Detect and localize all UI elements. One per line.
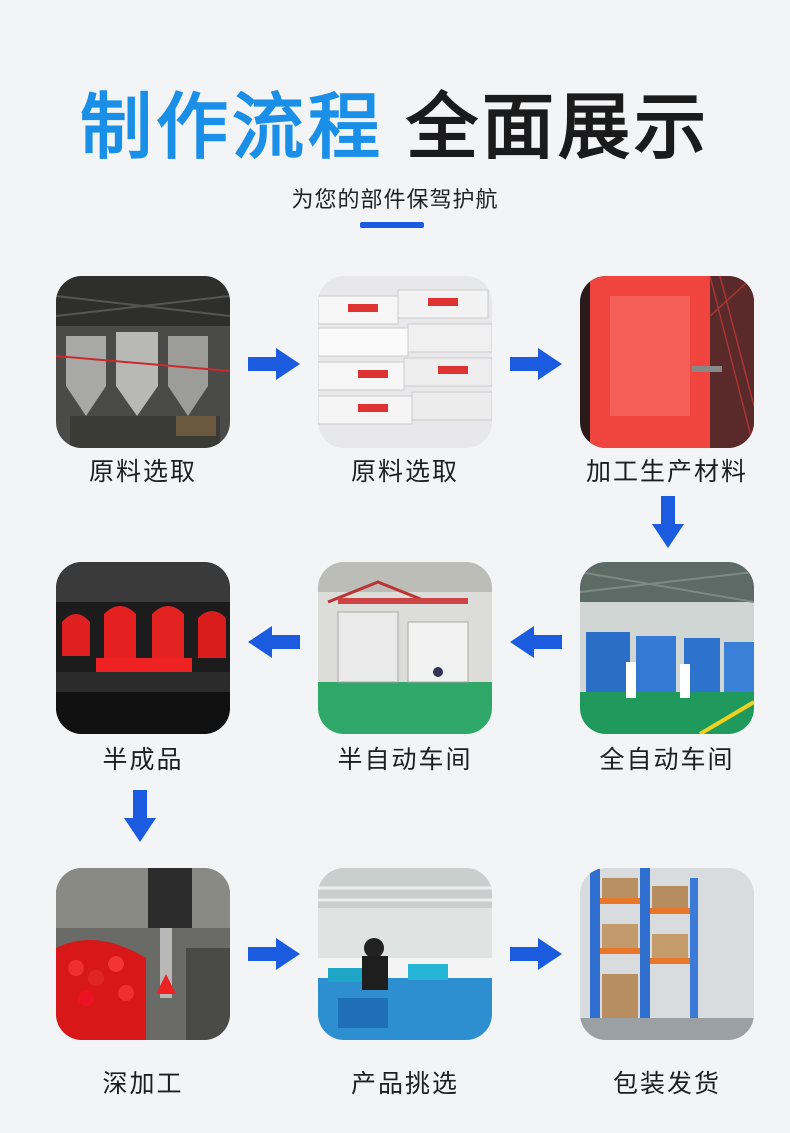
step-4-image	[580, 562, 754, 734]
raw-material-tanks-photo	[56, 276, 230, 448]
step-3-label: 加工生产材料	[585, 457, 748, 486]
step-6-label: 半成品	[102, 745, 184, 774]
arrow-right-icon	[248, 348, 300, 380]
step-1-label: 原料选取	[88, 457, 197, 486]
automatic-workshop-photo	[580, 562, 754, 734]
step-4-label: 全自动车间	[599, 745, 735, 774]
step-5-image	[318, 562, 492, 734]
semi-automatic-workshop-photo	[318, 562, 492, 734]
semi-finished-red-caps-photo	[56, 562, 230, 734]
step-1-image	[56, 276, 230, 448]
arrow-left-icon	[510, 626, 562, 658]
title-underline	[360, 222, 424, 228]
step-6-image	[56, 562, 230, 734]
warehouse-shipping-photo	[580, 868, 754, 1040]
step-8-image	[318, 868, 492, 1040]
arrow-left-icon	[248, 626, 300, 658]
deep-processing-photo	[56, 868, 230, 1040]
step-7-label: 深加工	[102, 1069, 184, 1098]
arrow-down-icon	[124, 790, 156, 842]
product-sorting-photo	[318, 868, 492, 1040]
raw-material-bags-photo	[318, 276, 492, 448]
step-5-label: 半自动车间	[337, 745, 473, 774]
step-9-label: 包装发货	[612, 1069, 721, 1098]
header: 制作流程全面展示 为您的部件保驾护航	[0, 0, 790, 240]
step-3-image	[580, 276, 754, 448]
red-material-processing-photo	[580, 276, 754, 448]
subtitle: 为您的部件保驾护航	[291, 188, 499, 213]
step-2-image	[318, 276, 492, 448]
title-blue: 制作流程	[79, 85, 384, 169]
title-dark: 全面展示	[406, 85, 711, 169]
step-2-label: 原料选取	[350, 457, 459, 486]
arrow-right-icon	[510, 348, 562, 380]
arrow-down-icon	[652, 496, 684, 548]
step-7-image	[56, 868, 230, 1040]
arrow-right-icon	[248, 938, 300, 970]
arrow-right-icon	[510, 938, 562, 970]
page-title: 制作流程全面展示	[0, 82, 790, 172]
step-8-label: 产品挑选	[350, 1069, 459, 1098]
step-9-image	[580, 868, 754, 1040]
